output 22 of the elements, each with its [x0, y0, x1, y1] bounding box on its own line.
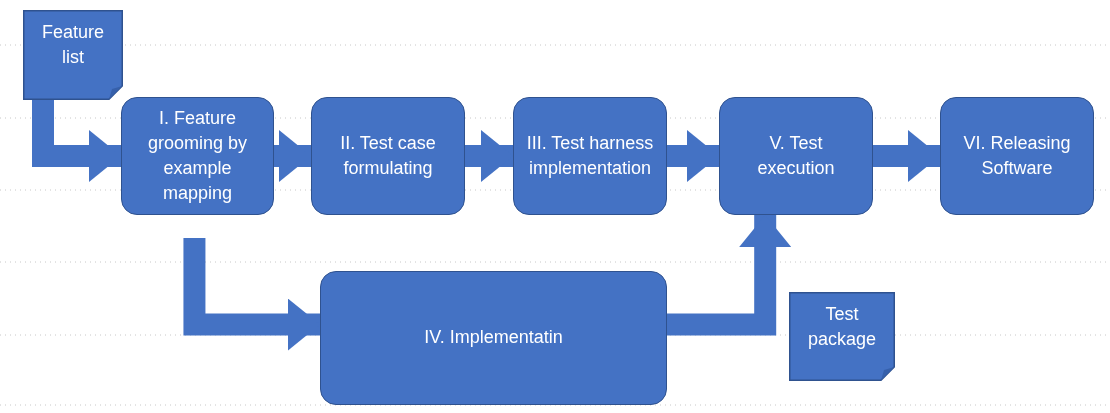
block-arrow [873, 130, 940, 182]
node-label: Test package [806, 303, 878, 352]
process-box [940, 97, 1094, 215]
node-label: Feature list [40, 21, 105, 70]
process-box [311, 97, 465, 215]
process-box [320, 271, 667, 405]
node-label: II. Test case formulating [339, 131, 437, 180]
node-label: I. Feature grooming by example mapping [146, 106, 249, 206]
document-shape [789, 292, 895, 381]
node-label: III. Test harness implementation [525, 131, 655, 180]
process-box [719, 97, 873, 215]
block-arrow [183, 238, 320, 351]
node-label: IV. Implementatin [424, 326, 563, 350]
process-box [513, 97, 667, 215]
block-arrow [32, 100, 121, 182]
document-shape [23, 10, 123, 100]
block-arrow [667, 130, 719, 182]
process-box [121, 97, 274, 215]
block-arrow [667, 215, 792, 336]
node-label: VI. Releasing Software [962, 131, 1072, 180]
node-label: V. Test execution [756, 131, 836, 180]
block-arrow [465, 130, 513, 182]
